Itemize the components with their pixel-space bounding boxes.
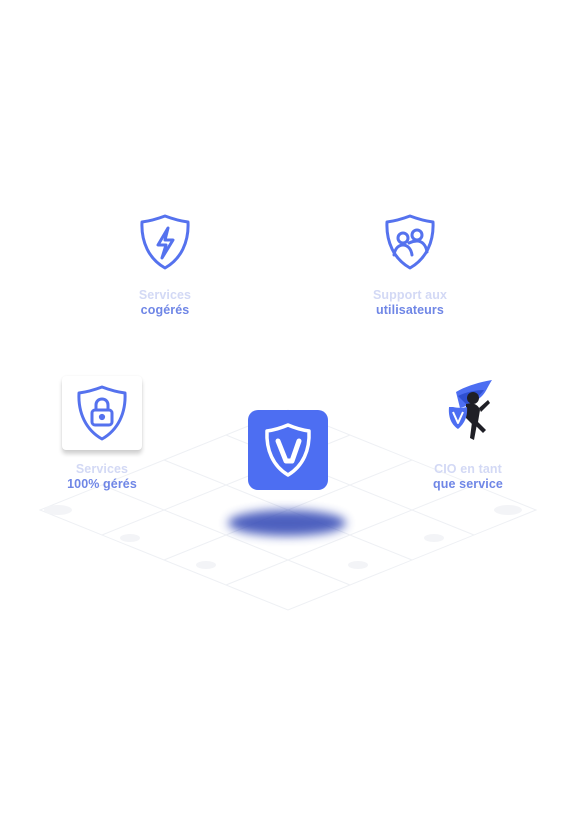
node-cio-en-tant-que-service: CIO en tant que service (418, 378, 518, 492)
v-shield-logo-icon (248, 410, 328, 490)
node-label-line1: Support aux (372, 288, 448, 302)
node-label-line1: CIO en tant (434, 462, 502, 476)
shield-users-icon (360, 212, 460, 272)
logo-shadow (228, 510, 346, 536)
node-support-utilisateurs: Support aux utilisateurs (360, 212, 460, 318)
node-label-line2: utilisateurs (376, 303, 444, 317)
node-label-line1: Services (138, 288, 192, 302)
node-label-line2: cogérés (140, 303, 190, 317)
node-label-line2: que service (433, 477, 503, 491)
lock-card (62, 376, 142, 450)
shield-lock-icon (75, 383, 129, 443)
node-services-100-geres: Services 100% gérés (52, 376, 152, 492)
node-label-line1: Services (75, 462, 129, 476)
shield-lightning-icon (115, 212, 215, 272)
node-label-line2: 100% gérés (67, 477, 137, 491)
node-services-cogeres: Services cogérés (115, 212, 215, 318)
superhero-icon (418, 378, 518, 446)
